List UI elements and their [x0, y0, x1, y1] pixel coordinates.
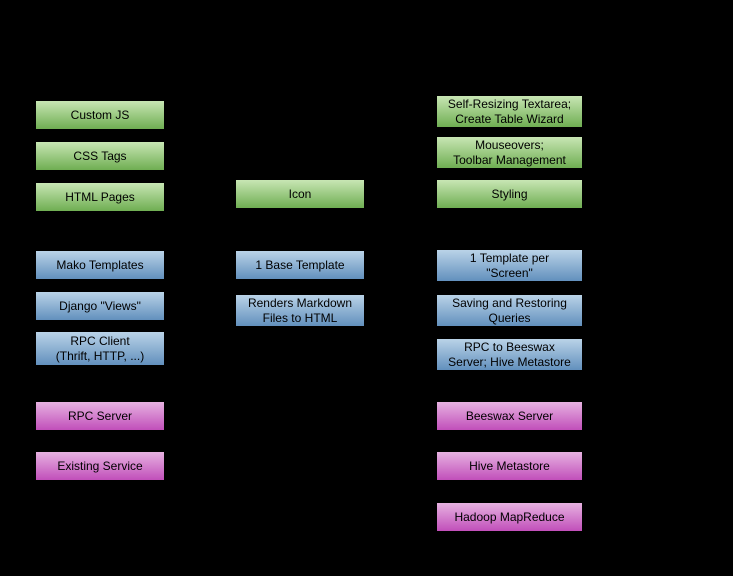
box-base-template: 1 Base Template: [235, 250, 365, 280]
box-saving-queries: Saving and Restoring Queries: [436, 294, 583, 327]
box-renders-markdown: Renders Markdown Files to HTML: [235, 294, 365, 327]
box-html-pages: HTML Pages: [35, 182, 165, 212]
box-rpc-server: RPC Server: [35, 401, 165, 431]
box-template-per-screen: 1 Template per "Screen": [436, 249, 583, 282]
box-beeswax-server: Beeswax Server: [436, 401, 583, 431]
box-mako-templates: Mako Templates: [35, 250, 165, 280]
box-rpc-beeswax: RPC to Beeswax Server; Hive Metastore: [436, 338, 583, 371]
box-existing-service: Existing Service: [35, 451, 165, 481]
box-hadoop-mapreduce: Hadoop MapReduce: [436, 502, 583, 532]
box-mouseovers: Mouseovers; Toolbar Management: [436, 136, 583, 169]
box-icon: Icon: [235, 179, 365, 209]
box-hive-metastore: Hive Metastore: [436, 451, 583, 481]
box-css-tags: CSS Tags: [35, 141, 165, 171]
box-rpc-client: RPC Client (Thrift, HTTP, ...): [35, 331, 165, 366]
box-custom-js: Custom JS: [35, 100, 165, 130]
box-django-views: Django "Views": [35, 291, 165, 321]
box-self-resizing: Self-Resizing Textarea; Create Table Wiz…: [436, 95, 583, 128]
box-styling: Styling: [436, 179, 583, 209]
